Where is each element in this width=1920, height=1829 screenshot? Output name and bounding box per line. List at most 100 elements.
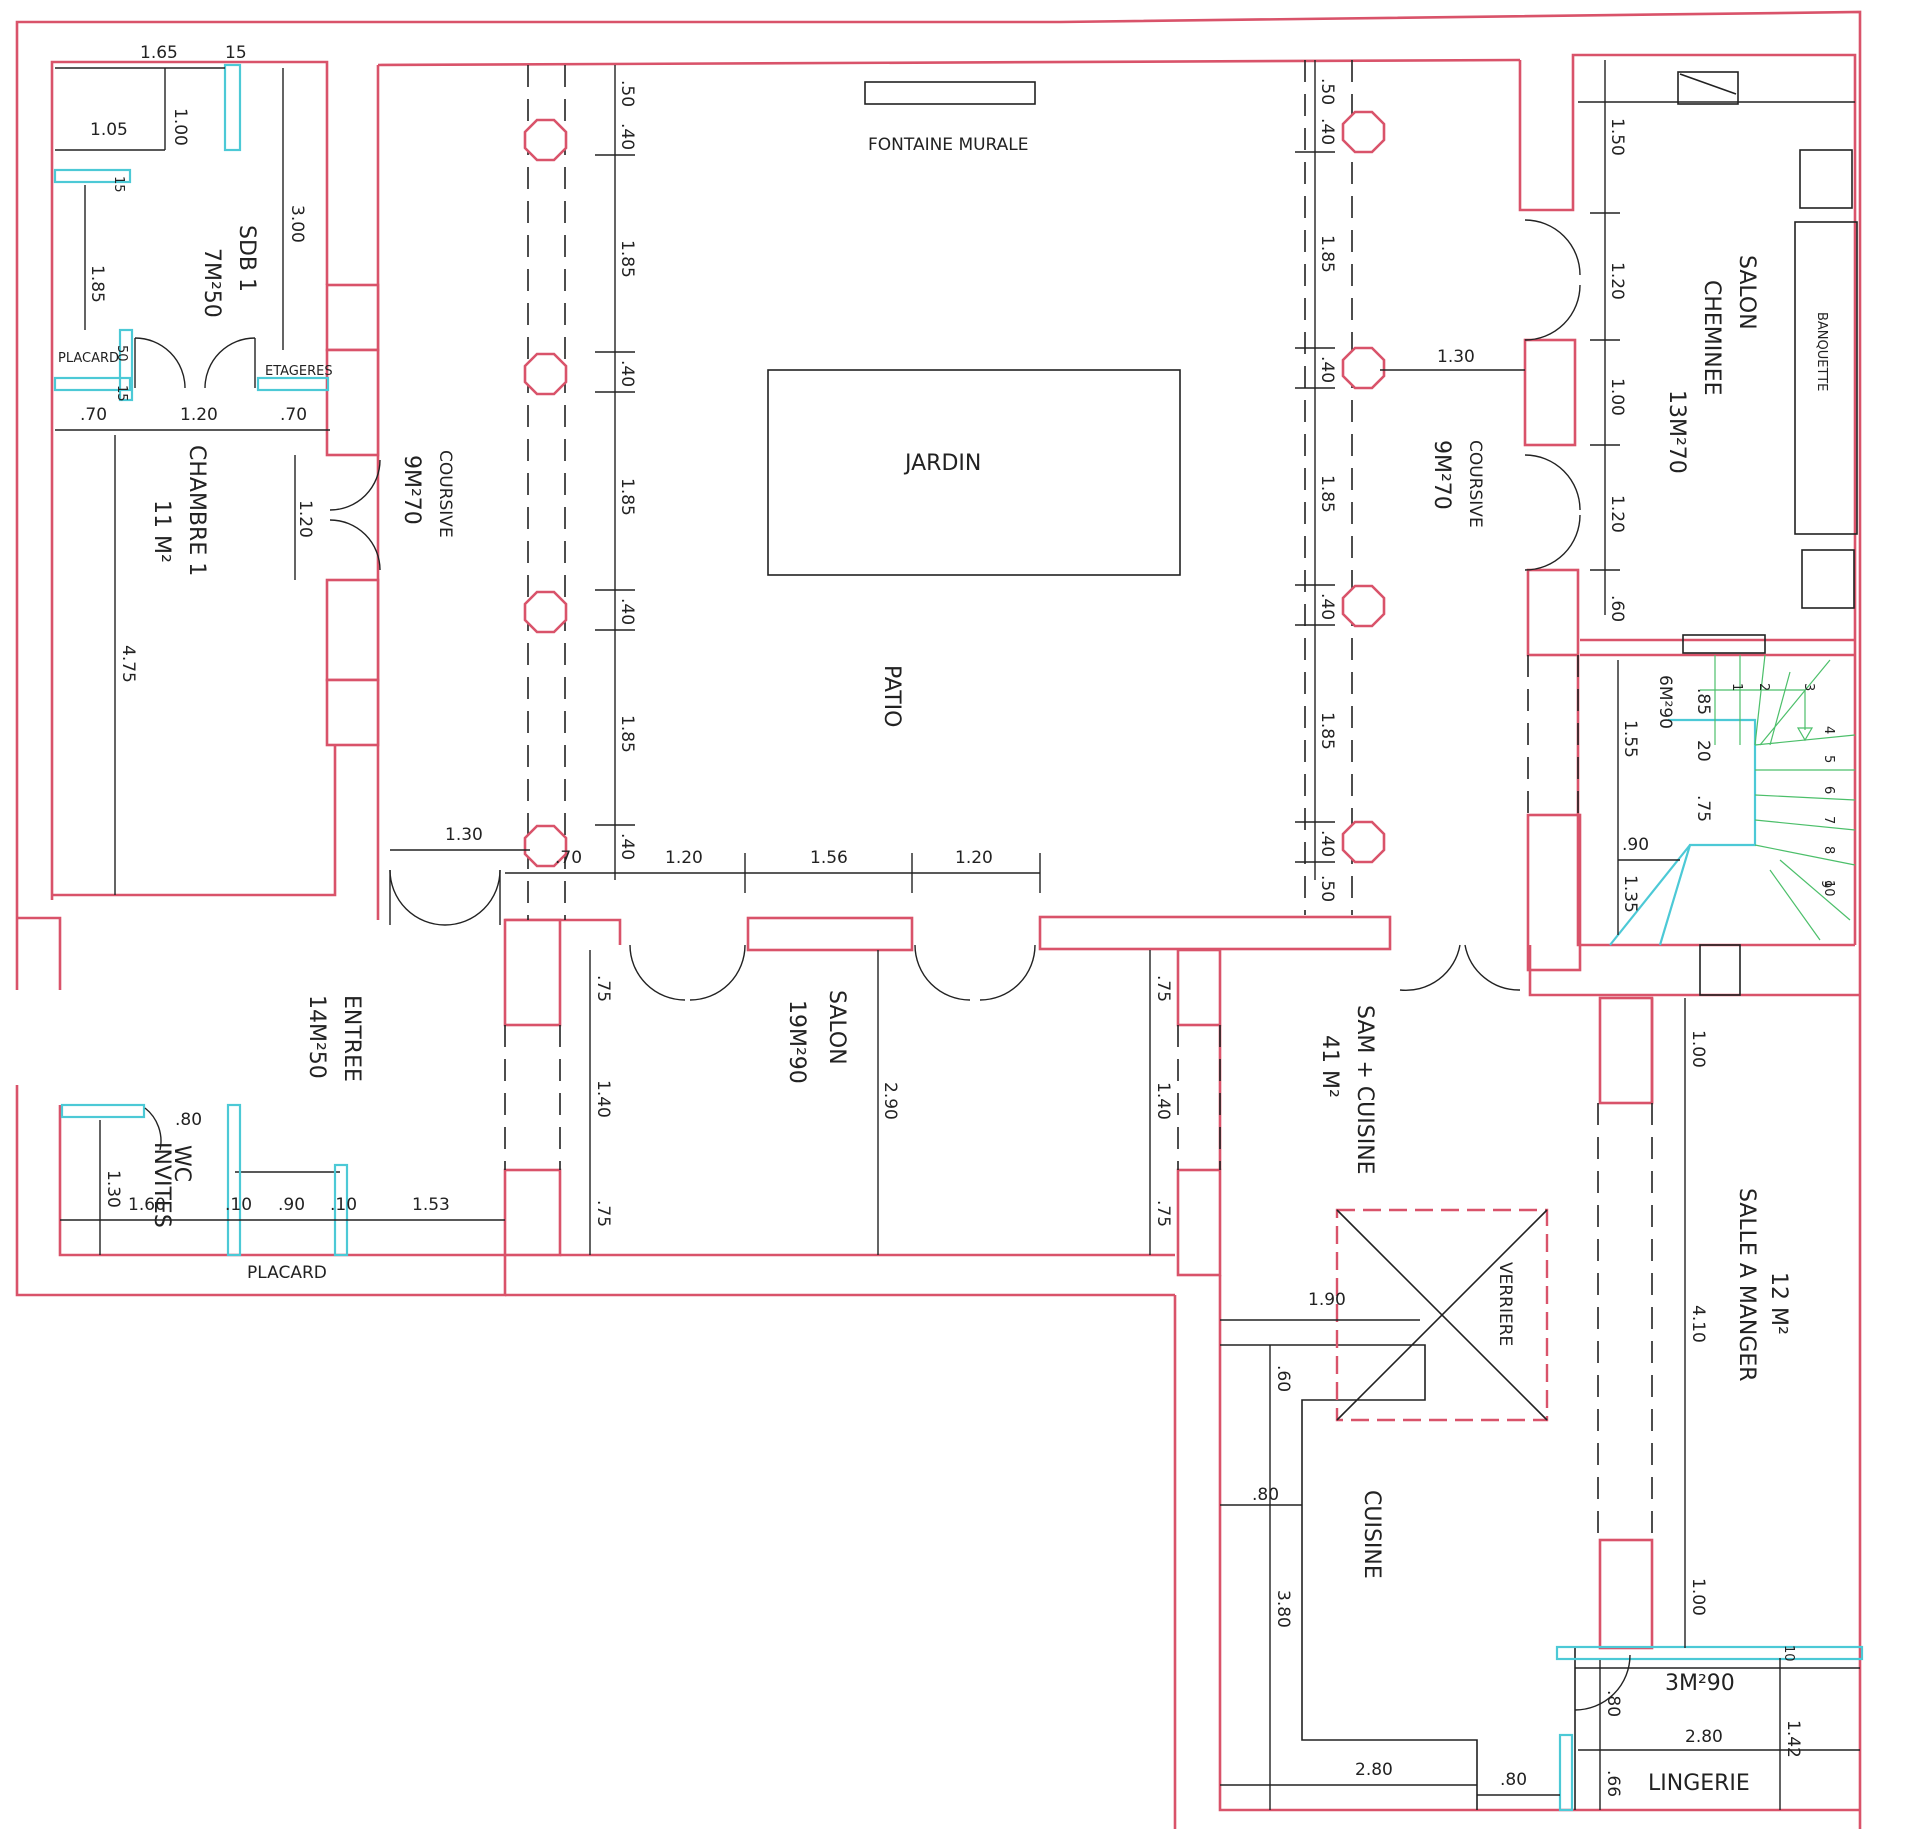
svg-text:1.20: 1.20	[295, 500, 315, 538]
svg-text:.80: .80	[1252, 1485, 1279, 1505]
svg-text:1.85: 1.85	[1317, 712, 1337, 750]
svg-text:.70: .70	[555, 848, 582, 868]
svg-text:1.20: 1.20	[1607, 495, 1627, 533]
entree-label: ENTREE	[339, 995, 364, 1082]
jardin-bed	[767, 369, 1181, 576]
verriere-label: VERRIERE	[1495, 1262, 1515, 1346]
svg-text:1.35: 1.35	[1620, 875, 1640, 913]
svg-text:1.42: 1.42	[1783, 1720, 1803, 1758]
svg-text:.60: .60	[1607, 595, 1627, 622]
svg-text:.70: .70	[80, 405, 107, 425]
coursive-left-area: 9M²70	[399, 455, 424, 525]
svg-text:2.80: 2.80	[1685, 1727, 1723, 1747]
svg-text:.10: .10	[225, 1195, 252, 1215]
salon-area: 19M²90	[784, 1000, 809, 1084]
step-3: 3	[1801, 683, 1816, 691]
placard-bottom-label: PLACARD	[247, 1263, 327, 1283]
svg-text:.10: .10	[330, 1195, 357, 1215]
column	[1341, 820, 1386, 864]
stair-area: 6M²90	[1655, 675, 1675, 729]
svg-text:1.20: 1.20	[1607, 262, 1627, 300]
jardin-label: JARDIN	[903, 451, 981, 476]
sam-label: SAM + CUISINE	[1352, 1005, 1377, 1175]
svg-text:2.90: 2.90	[880, 1082, 900, 1120]
svg-text:10: 10	[1781, 1645, 1796, 1662]
svg-text:1.90: 1.90	[1308, 1290, 1346, 1310]
column	[1341, 346, 1386, 390]
salon-cheminee-label: SALON	[1734, 255, 1759, 330]
sam-area: 41 M²	[1317, 1035, 1342, 1098]
svg-text:1.30: 1.30	[445, 825, 483, 845]
fountain	[864, 81, 1036, 105]
salon-cheminee-label-2: CHEMINEE	[1699, 280, 1724, 396]
svg-text:.40: .40	[617, 598, 637, 625]
svg-text:3.00: 3.00	[287, 205, 307, 243]
svg-text:.66: .66	[1603, 1770, 1623, 1797]
step-5: 5	[1821, 755, 1836, 763]
column	[523, 590, 568, 634]
wc-label-2: INVITES	[149, 1142, 174, 1228]
svg-text:1.60: 1.60	[128, 1195, 166, 1215]
svg-text:1.05: 1.05	[90, 120, 128, 140]
svg-text:1.56: 1.56	[810, 848, 848, 868]
armchair-bottom	[1801, 549, 1855, 609]
columns	[523, 110, 1386, 868]
svg-text:.75: .75	[1153, 1200, 1173, 1227]
svg-text:1.85: 1.85	[1317, 235, 1337, 273]
column	[523, 824, 568, 868]
svg-text:.50: .50	[617, 80, 637, 107]
window-stair	[1682, 634, 1766, 654]
sdb1-area: 7M²50	[199, 248, 224, 318]
svg-text:1.00: 1.00	[1607, 378, 1627, 416]
staircase	[1700, 654, 1856, 941]
verriere	[1335, 1208, 1549, 1422]
lingerie-area: 3M²90	[1665, 1671, 1735, 1696]
step-7: 7	[1821, 816, 1836, 824]
svg-text:.50: .50	[1317, 875, 1337, 902]
step-1: 1	[1729, 683, 1744, 691]
stair-step-numbers: 1 2 3 4 5 6 7 8 9 10	[1729, 683, 1836, 897]
salon-label: SALON	[824, 990, 849, 1065]
column	[523, 352, 568, 396]
svg-text:.40: .40	[1317, 593, 1337, 620]
svg-text:1.85: 1.85	[617, 478, 637, 516]
sdb1-label: SDB 1	[234, 225, 259, 292]
svg-text:1.85: 1.85	[87, 265, 107, 303]
salle-manger-label: SALLE A MANGER	[1734, 1188, 1759, 1382]
svg-text:.40: .40	[1317, 830, 1337, 857]
svg-text:1.00: 1.00	[170, 108, 190, 146]
doors	[134, 219, 1631, 1711]
step-6: 6	[1821, 786, 1836, 794]
svg-text:1.50: 1.50	[1607, 118, 1627, 156]
svg-text:1.00: 1.00	[1688, 1030, 1708, 1068]
walls	[15, 10, 1862, 1829]
svg-text:.75: .75	[1693, 795, 1713, 822]
svg-text:2.80: 2.80	[1355, 1760, 1393, 1780]
svg-text:1.30: 1.30	[103, 1170, 123, 1208]
svg-text:.70: .70	[280, 405, 307, 425]
svg-text:.60: .60	[1273, 1365, 1293, 1392]
svg-text:1.20: 1.20	[665, 848, 703, 868]
step-9: 9	[1818, 880, 1833, 888]
svg-text:.75: .75	[593, 975, 613, 1002]
step-8: 8	[1821, 846, 1836, 854]
svg-text:.80: .80	[1500, 1770, 1527, 1790]
svg-text:.85: .85	[1693, 688, 1713, 715]
room-labels: SDB 1 7M²50 CHAMBRE 1 11 M² COURSIVE 9M²…	[58, 135, 1829, 1796]
svg-text:.40: .40	[617, 123, 637, 150]
svg-text:1.55: 1.55	[1620, 720, 1640, 758]
svg-text:1.40: 1.40	[1153, 1082, 1173, 1120]
etageres-label: ETAGERES	[265, 364, 333, 379]
dimension-labels: 1.65 15 1.05 1.00 15 3.00 1.85 50 15 .70…	[80, 43, 1803, 1797]
svg-text:1.20: 1.20	[180, 405, 218, 425]
dimension-lines	[55, 60, 1781, 1810]
coursive-right-label: COURSIVE	[1465, 440, 1485, 528]
lingerie-label: LINGERIE	[1648, 1771, 1750, 1796]
svg-text:1.20: 1.20	[955, 848, 993, 868]
step-4: 4	[1821, 726, 1836, 734]
svg-text:.50: .50	[1317, 78, 1337, 105]
coursive-left-label: COURSIVE	[435, 450, 455, 538]
svg-text:1.40: 1.40	[593, 1080, 613, 1118]
step-10: 10	[1821, 880, 1836, 897]
